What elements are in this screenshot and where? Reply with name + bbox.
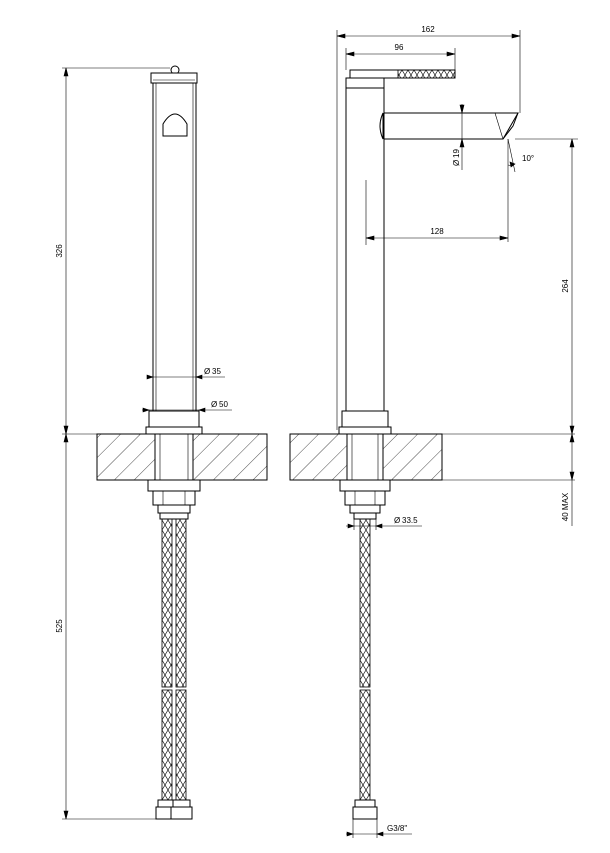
dim-front-height-upper: 326 <box>55 67 170 435</box>
dim-thread: G3/8" <box>346 819 412 838</box>
dim-label-33-5: 33.5 <box>402 516 418 525</box>
dim-label-g3-8: G3/8" <box>387 824 407 833</box>
svg-text:Ø: Ø <box>204 367 210 376</box>
dim-spout-height: 264 <box>515 138 578 435</box>
dim-label-128: 128 <box>430 227 444 236</box>
front-aerator-outlet <box>162 113 188 137</box>
side-fixing-nut <box>339 479 391 492</box>
side-lever-grip <box>397 69 456 79</box>
dim-spout-angle: 10° <box>507 138 534 178</box>
side-hose <box>359 518 371 688</box>
dim-dia-50: Ø 50 <box>142 400 232 413</box>
svg-text:Ø: Ø <box>211 400 217 409</box>
dim-handle-length: 96 <box>345 43 456 70</box>
dim-label-326: 326 <box>55 244 64 258</box>
front-top-cap <box>150 72 198 84</box>
front-base-flange <box>148 410 200 428</box>
dim-dia-spout: Ø 19 <box>452 104 465 170</box>
front-hose-right <box>175 518 187 688</box>
front-hose-fitting-left <box>157 799 176 808</box>
dim-dia-35: Ø 35 <box>146 367 225 380</box>
dim-label-96: 96 <box>395 43 404 52</box>
dim-label-40max: 40 MAX <box>561 492 570 521</box>
side-body <box>345 87 385 412</box>
dim-overall-width: 162 <box>336 25 521 430</box>
dim-label-525: 525 <box>55 619 64 633</box>
dim-label-10deg: 10° <box>522 154 534 163</box>
dim-label-264: 264 <box>561 279 570 293</box>
dim-label-19: 19 <box>452 149 461 158</box>
dim-deck-max: 40 MAX <box>561 433 575 526</box>
side-view: 162 96 Ø 19 10° <box>289 25 578 838</box>
dim-spout-reach: 128 <box>365 178 509 242</box>
side-base-flange <box>341 410 389 428</box>
front-hose-fitting-right <box>172 799 191 808</box>
dim-label-35: 35 <box>212 367 221 376</box>
dim-label-50: 50 <box>219 400 228 409</box>
front-hose-left <box>161 518 173 688</box>
front-body <box>152 82 197 412</box>
dim-label-162: 162 <box>421 25 435 34</box>
dim-dia-shank: Ø 33.5 <box>346 513 422 530</box>
front-fixing-nut <box>147 479 201 492</box>
side-spout <box>383 112 519 140</box>
dim-front-height-lower: 525 <box>55 433 156 820</box>
side-hose-fitting <box>354 799 376 808</box>
svg-text:Ø: Ø <box>394 516 400 525</box>
front-view: 326 525 Ø 35 Ø 50 <box>55 65 268 820</box>
svg-text:Ø: Ø <box>452 160 461 166</box>
